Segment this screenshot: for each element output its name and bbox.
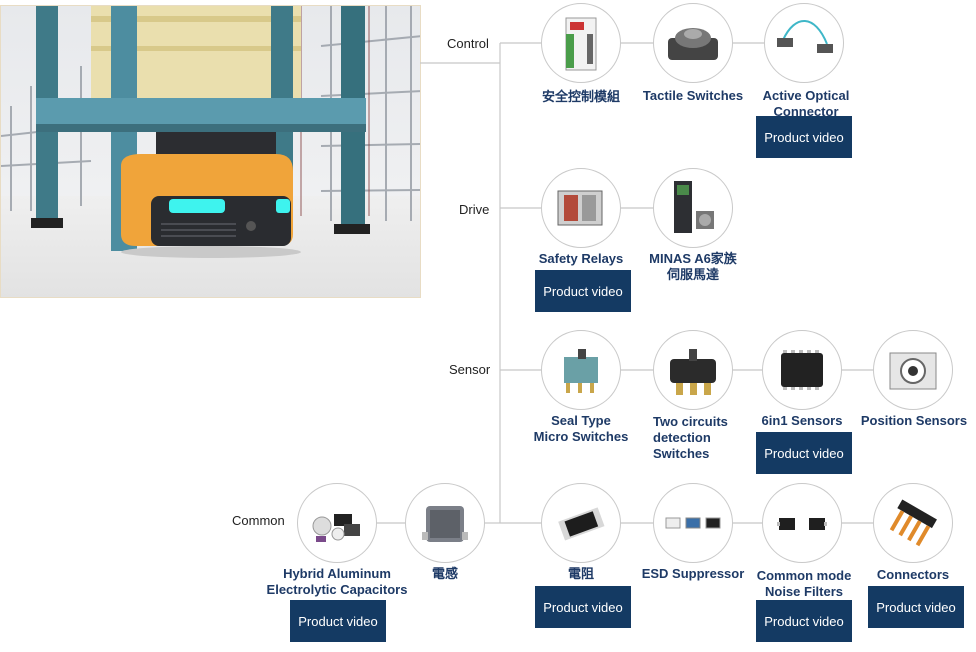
hybrid-aluminum-capacitors-label[interactable]: Hybrid Aluminum Electrolytic Capacitors [256,566,418,598]
seal-type-micro-switches-thumbnail[interactable] [541,330,621,410]
hybrid-aluminum-capacitors-thumbnail[interactable] [297,483,377,563]
resistor-thumbnail[interactable] [541,483,621,563]
two-circuits-detection-switches-label[interactable]: Two circuits detection Switches [653,414,753,462]
safety-relays-thumbnail[interactable] [541,168,621,248]
hybrid-aluminum-capacitors-label-line-2: Electrolytic Capacitors [266,582,408,597]
two-circuits-detection-switches-thumbnail[interactable] [653,330,733,410]
active-optical-connector-label[interactable]: Active Optical Connector [754,88,858,120]
esd-suppressor-label[interactable]: ESD Suppressor [641,566,745,581]
common-mode-noise-filters-label-line-1: Common mode [756,568,852,583]
connectors-thumbnail[interactable] [873,483,953,563]
common-mode-noise-filters-thumbnail[interactable] [762,483,842,563]
minas-a6-servo-label[interactable]: MINAS A6家族 伺服馬達 [633,251,753,283]
agv-robot-image [0,5,421,298]
seal-type-micro-switches-label[interactable]: Seal Type Micro Switches [521,413,641,445]
six-in-one-sensors-label[interactable]: 6in1 Sensors [761,413,843,428]
common-mode-noise-filters-label[interactable]: Common mode Noise Filters [746,568,862,600]
position-sensors-thumbnail[interactable] [873,330,953,410]
category-drive: Drive [459,202,490,217]
tactile-switches-thumbnail[interactable] [653,3,733,83]
six-in-one-sensors-video-button[interactable]: Product video [756,432,852,474]
category-sensor: Sensor [449,362,491,377]
resistor-label[interactable]: 電阻 [567,566,594,581]
position-sensors-label[interactable]: Position Sensors [860,413,968,428]
resistor-video-button[interactable]: Product video [535,586,631,628]
six-in-one-sensors-thumbnail[interactable] [762,330,842,410]
hybrid-aluminum-capacitors-label-line-1: Hybrid Aluminum [283,566,391,581]
minas-a6-servo-thumbnail[interactable] [653,168,733,248]
two-circuits-detection-switches-label-line-1: Two circuits [653,414,728,429]
common-mode-noise-filters-label-line-2: Noise Filters [764,584,844,599]
two-circuits-detection-switches-label-line-3: Switches [653,446,710,461]
two-circuits-detection-switches-label-line-2: detection [653,430,711,445]
active-optical-connector-video-button[interactable]: Product video [756,116,852,158]
seal-type-micro-switches-label-line-2: Micro Switches [533,429,629,444]
safety-relays-video-button[interactable]: Product video [535,270,631,312]
seal-type-micro-switches-label-line-1: Seal Type [551,413,611,428]
safety-control-module-label[interactable]: 安全控制模組 [541,89,620,104]
safety-control-module-thumbnail[interactable] [541,3,621,83]
safety-relays-label[interactable]: Safety Relays [538,251,624,266]
active-optical-connector-label-line-1: Active Optical [762,88,850,103]
active-optical-connector-label-line-2: Connector [773,104,839,119]
minas-a6-servo-label-line-1: MINAS A6家族 [649,251,737,266]
connectors-video-button[interactable]: Product video [868,586,964,628]
hybrid-aluminum-capacitors-video-button[interactable]: Product video [290,600,386,642]
inductor-label[interactable]: 電感 [431,566,458,581]
category-control: Control [447,36,489,51]
tactile-switches-label[interactable]: Tactile Switches [642,88,744,103]
inductor-thumbnail[interactable] [405,483,485,563]
minas-a6-servo-label-line-2: 伺服馬達 [666,267,719,282]
common-mode-noise-filters-video-button[interactable]: Product video [756,600,852,642]
active-optical-connector-thumbnail[interactable] [764,3,844,83]
category-common: Common [232,513,285,528]
esd-suppressor-thumbnail[interactable] [653,483,733,563]
connectors-label[interactable]: Connectors [876,567,950,582]
